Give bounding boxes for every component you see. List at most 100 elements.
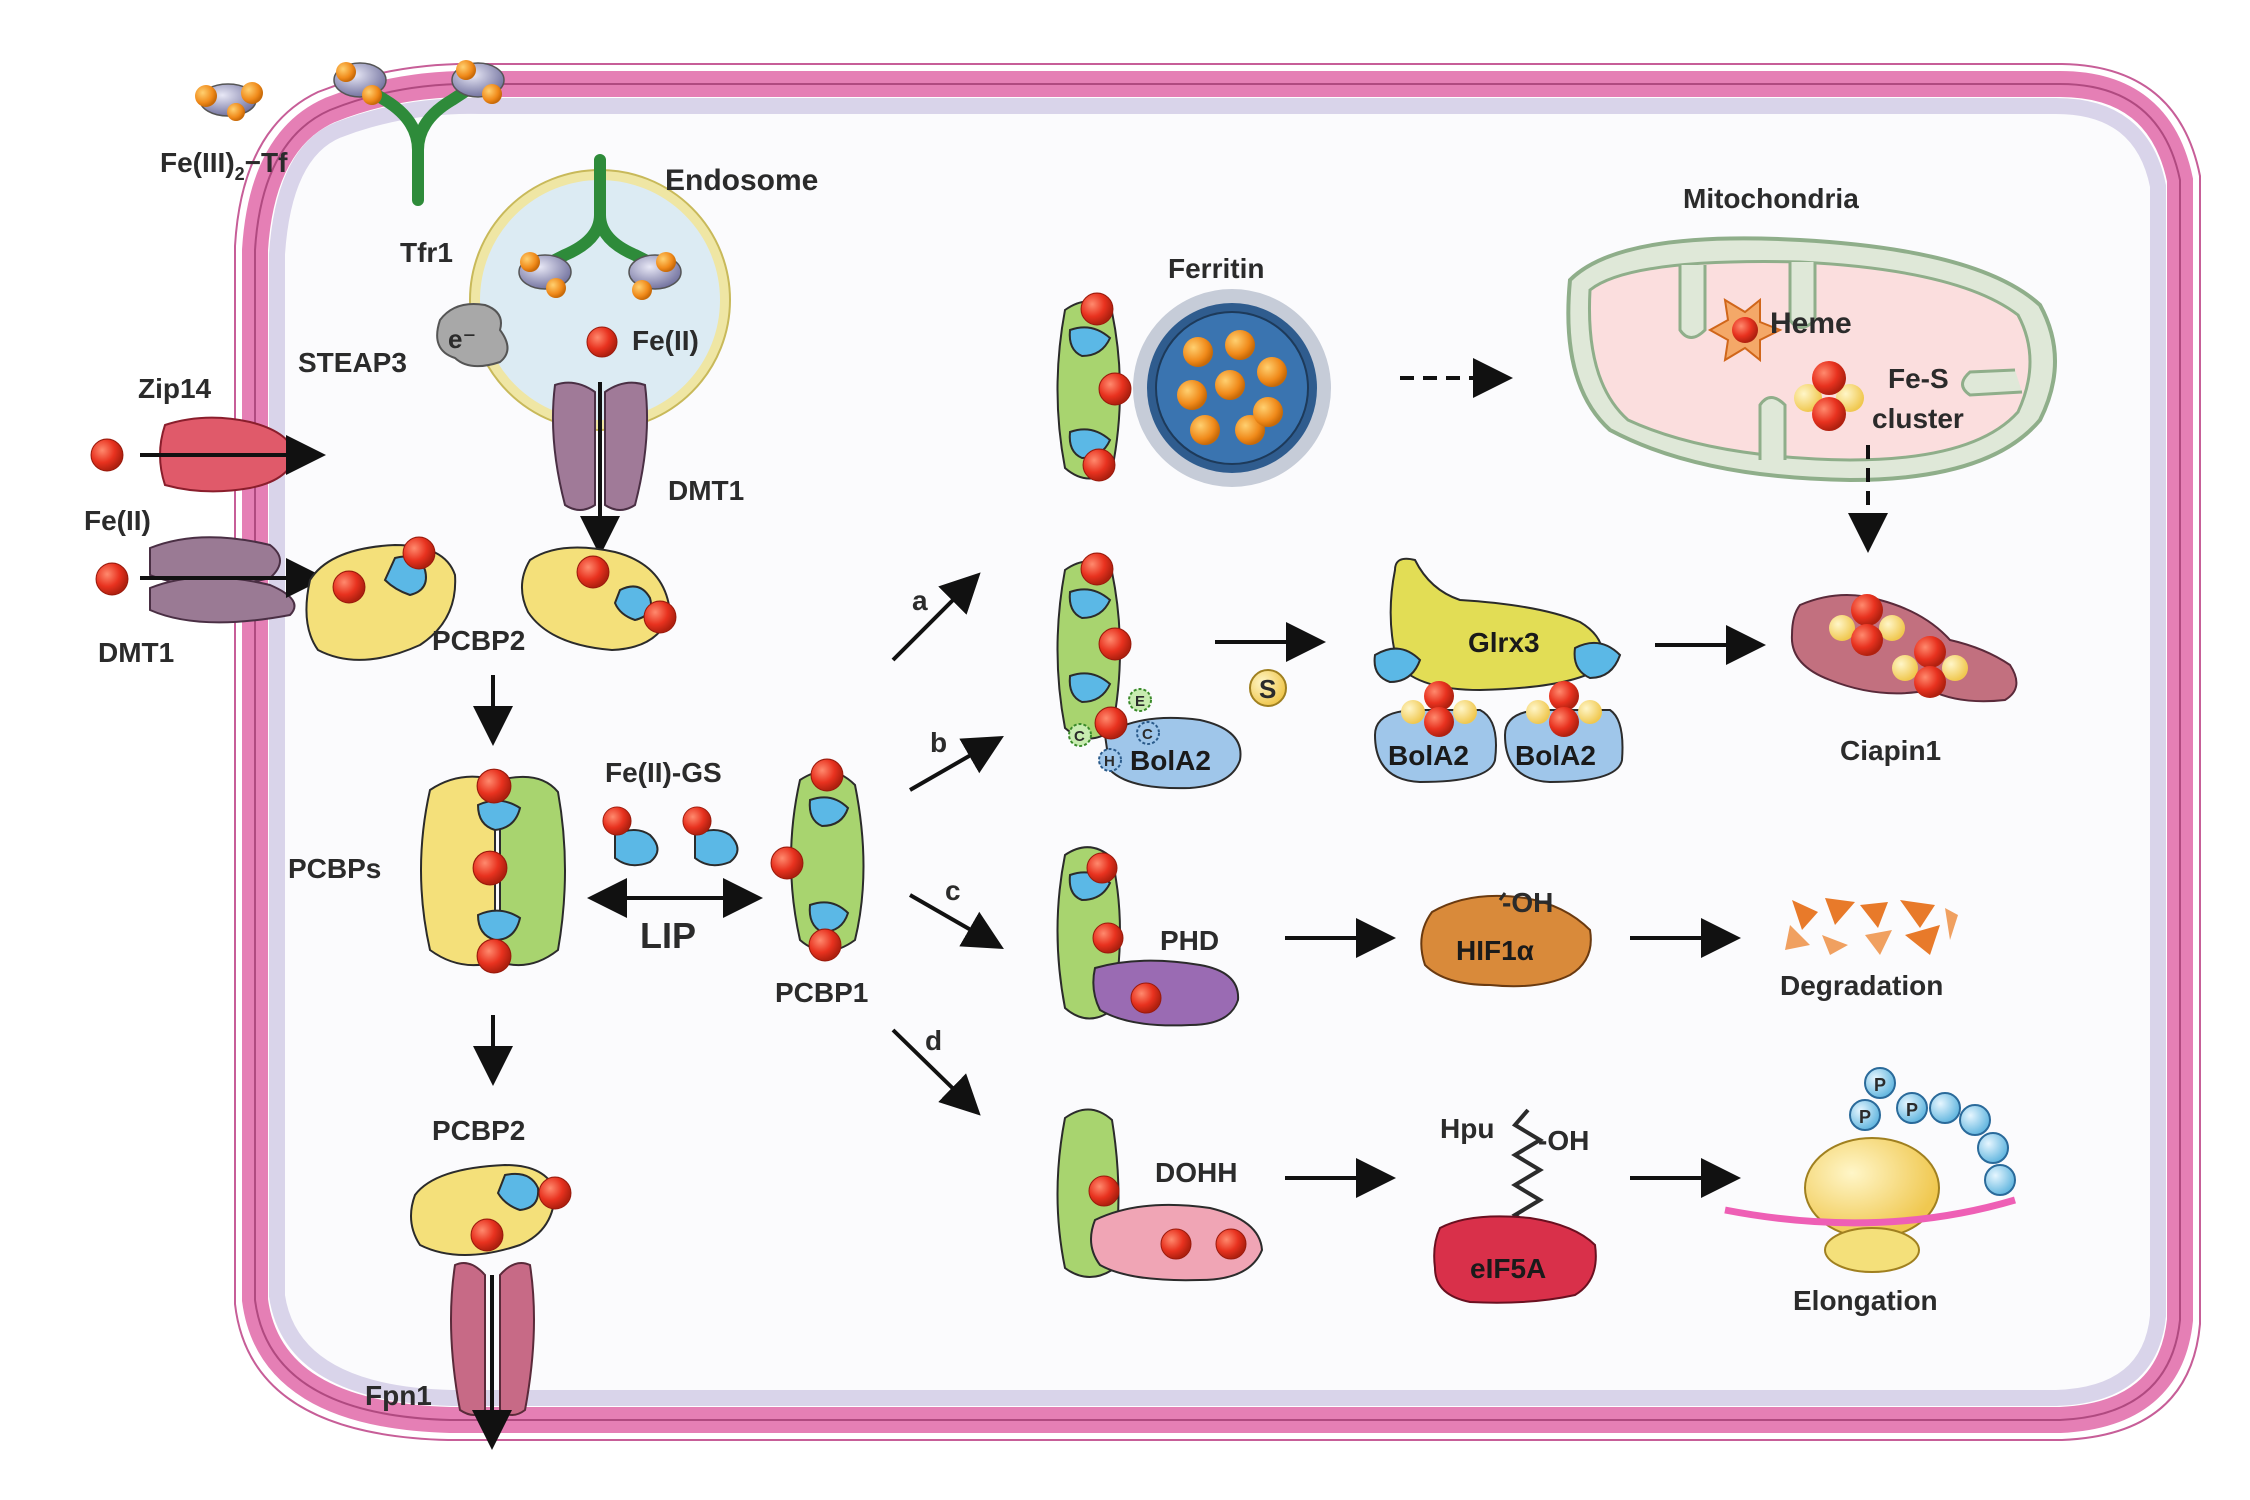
path-b-label: b xyxy=(930,727,947,758)
dmt1-iron xyxy=(95,562,129,596)
residue-e: E xyxy=(1135,693,1145,710)
residue-e-badge xyxy=(1128,688,1152,712)
residue-c1: C xyxy=(1074,728,1085,745)
endosome-iron xyxy=(586,326,618,358)
bola2-a-label: BolA2 xyxy=(1388,740,1469,771)
pcbp2-right-iron-2 xyxy=(643,600,677,634)
pcbp2-complex-right xyxy=(521,546,672,652)
tfr1-label: Tfr1 xyxy=(400,237,453,268)
fe-gs-label: Fe(II)-GS xyxy=(605,757,722,788)
hif1a-protein xyxy=(1420,892,1592,988)
steap3-protein xyxy=(436,303,509,368)
ferritin-cage xyxy=(1133,289,1331,487)
residue-c2-badge xyxy=(1136,721,1160,745)
ferritin-donor-iron-1 xyxy=(1080,292,1114,326)
eif5a-label: eIF5A xyxy=(1470,1253,1546,1284)
fe-gs-molecule-2 xyxy=(694,829,739,867)
transferrin-complex xyxy=(195,82,263,121)
pcbps-iron-1 xyxy=(476,768,512,804)
hypusine-chain xyxy=(1511,1108,1544,1227)
pcbp1-bola2-donor xyxy=(1056,560,1242,790)
mitochondria-label: Mitochondria xyxy=(1683,183,1859,214)
pcbps-dimer xyxy=(420,775,566,967)
sulfur-ion xyxy=(1249,669,1287,707)
residue-h: H xyxy=(1104,753,1115,770)
pcbp2-bottom-iron-2 xyxy=(470,1218,504,1252)
hif1a-oh-label: -OH xyxy=(1502,887,1553,918)
phd-donor-iron-2 xyxy=(1092,922,1124,954)
pcbp1-iron-3 xyxy=(808,928,842,962)
ferritin-label: Ferritin xyxy=(1168,253,1264,284)
endosome-label: Endosome xyxy=(665,164,818,197)
degradation-fragments xyxy=(1785,898,1958,955)
path-c-arrow xyxy=(909,893,1004,949)
ferritin-donor-iron-2 xyxy=(1098,372,1132,406)
phd-donor-iron-1 xyxy=(1086,852,1118,884)
tfr1-receptor xyxy=(333,60,505,206)
pcbp2-bottom-iron-1 xyxy=(538,1176,572,1210)
dmt1-membrane-label: DMT1 xyxy=(98,637,174,668)
pcbp2-complex-bottom xyxy=(410,1163,557,1256)
ferritin-donor-iron-3 xyxy=(1082,448,1116,482)
bola2-donor-iron-3 xyxy=(1094,706,1128,740)
zip14-label: Zip14 xyxy=(138,373,212,404)
pcbps-iron-2 xyxy=(472,850,508,886)
phd-label: PHD xyxy=(1160,925,1219,956)
pcbp2-left-iron-1 xyxy=(332,570,366,604)
glrx3-bola2-complex xyxy=(1373,557,1624,784)
pcbp2-top-label: PCBP2 xyxy=(432,625,525,656)
endosome xyxy=(469,154,731,431)
path-b-arrow xyxy=(909,736,1004,792)
fes-label-1: Fe-S xyxy=(1888,363,1949,394)
residue-c1-badge xyxy=(1068,723,1092,747)
pcbp1-label: PCBP1 xyxy=(775,977,868,1008)
bola2-b-label: BolA2 xyxy=(1515,740,1596,771)
dmt1-endosome-label: DMT1 xyxy=(668,475,744,506)
phd-iron xyxy=(1130,982,1162,1014)
heme-icon xyxy=(1707,297,1783,363)
steap3-label: STEAP3 xyxy=(298,347,407,378)
residue-c2: C xyxy=(1142,726,1153,743)
transferrin-label: Fe(III)2−Tf xyxy=(160,147,288,184)
fe-left-label: Fe(II) xyxy=(84,505,151,536)
pcbps-iron-3 xyxy=(476,938,512,974)
path-d-arrow xyxy=(891,1028,981,1116)
pcbp1-iron-1 xyxy=(810,758,844,792)
ribosome-elongation xyxy=(1724,1067,2016,1273)
ciapin1-label: Ciapin1 xyxy=(1840,735,1941,766)
dohh-iron-2 xyxy=(1215,1228,1247,1260)
residue-h-badge xyxy=(1098,748,1122,772)
glrx3-label: Glrx3 xyxy=(1468,627,1540,658)
phospho-p1: P xyxy=(1859,1107,1871,1127)
fe-gs-iron-2 xyxy=(682,806,712,836)
degradation-label: Degradation xyxy=(1780,970,1943,1001)
elongation-label: Elongation xyxy=(1793,1285,1938,1316)
ciapin1-protein xyxy=(1790,594,2018,703)
hif1a-label: HIF1α xyxy=(1456,935,1534,966)
fe-gs-iron-1 xyxy=(602,806,632,836)
hpu-oh-label: -OH xyxy=(1538,1125,1589,1156)
hpu-label: Hpu xyxy=(1440,1113,1494,1144)
electron-label: e⁻ xyxy=(448,324,476,354)
fpn1-channel xyxy=(450,1262,535,1450)
eif5a-protein xyxy=(1433,1215,1597,1304)
path-a-arrow xyxy=(891,572,981,662)
endosome-fe-label: Fe(II) xyxy=(632,325,699,356)
dohh-label: DOHH xyxy=(1155,1157,1237,1188)
bola2-single-label: BolA2 xyxy=(1130,745,1211,776)
path-d-label: d xyxy=(925,1025,942,1056)
fes-label-2: cluster xyxy=(1872,403,1964,434)
pcbp2-right-iron-1 xyxy=(576,555,610,589)
pcbp1-iron-2 xyxy=(770,846,804,880)
path-c-label: c xyxy=(945,875,961,906)
fes-cluster-mito xyxy=(1794,361,1864,431)
dmt1-membrane-channel xyxy=(149,536,296,624)
path-a-label: a xyxy=(912,585,928,616)
mitochondrion xyxy=(1566,236,2057,483)
pcbp2-left-iron-2 xyxy=(402,536,436,570)
phospho-p2: P xyxy=(1874,1075,1886,1095)
dohh-donor-iron xyxy=(1088,1175,1120,1207)
fe-gs-molecule-1 xyxy=(614,829,659,867)
lip-label: LIP xyxy=(640,915,696,956)
